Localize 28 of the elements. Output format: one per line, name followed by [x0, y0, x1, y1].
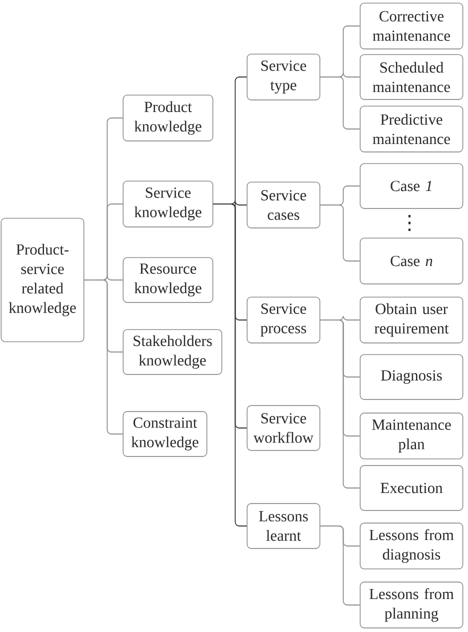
subcategory-box: Service process — [246, 296, 320, 344]
subcategory-box: Service workflow — [246, 405, 320, 451]
category-box: Service knowledge — [122, 180, 214, 228]
leaf-box: Diagnosis — [360, 354, 464, 400]
connector-line — [320, 76, 360, 130]
leaf-box: Lessons from planning — [360, 582, 464, 628]
connector-line — [320, 320, 360, 488]
leaf-box: Lessons from diagnosis — [360, 522, 464, 570]
leaf-box: Execution — [360, 465, 464, 511]
connector-line — [320, 526, 360, 606]
ellipsis: ⋮ — [408, 214, 411, 232]
category-box: Resource knowledge — [122, 257, 214, 303]
category-box: Stakeholders knowledge — [122, 329, 222, 375]
subcategory-box: Lessons learnt — [246, 503, 320, 549]
leaf-box: Obtain user requirement — [360, 296, 464, 344]
subcategory-box: Service type — [246, 54, 320, 100]
leaf-box: Maintenance plan — [360, 412, 464, 460]
leaf-box: Corrective maintenance — [360, 2, 464, 50]
leaf-box: Case 1 — [360, 163, 464, 209]
category-box: Constraint knowledge — [122, 411, 208, 457]
subcategory-box: Service cases — [246, 182, 320, 228]
leaf-box: Case n — [360, 238, 464, 284]
leaf-box: Scheduled maintenance — [360, 54, 464, 100]
root-box: Product-service related knowledge — [0, 218, 84, 342]
category-box: Product knowledge — [122, 94, 214, 142]
connector-line — [84, 280, 124, 434]
connector-line — [320, 204, 360, 262]
leaf-box: Predictive maintenance — [360, 106, 464, 152]
